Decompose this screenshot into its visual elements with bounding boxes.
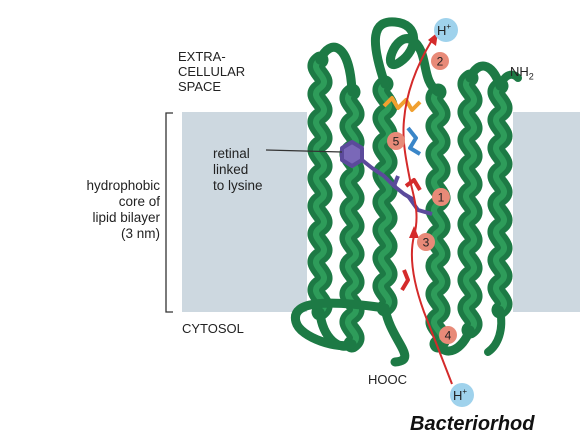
- step-marker-3: 3: [417, 233, 435, 251]
- cooh-tail: [484, 306, 506, 356]
- nh2-tail: [496, 70, 522, 90]
- step-marker-1: 1: [432, 188, 450, 206]
- side-chain-red-lower: [400, 269, 410, 292]
- side-chain-orange: [382, 96, 422, 112]
- proton-bottom-charge: +: [462, 387, 467, 396]
- proton-bottom-symbol: H: [453, 388, 462, 403]
- proton-pathway-arrow: [402, 39, 453, 385]
- loop-top-left: [315, 42, 357, 97]
- membrane-slab-right: [513, 112, 580, 312]
- retinal-label: retinal linked to lysine: [213, 146, 263, 193]
- step-number-2: 2: [437, 55, 444, 69]
- svg-text:H+: H+: [437, 22, 451, 38]
- cytosol-label: CYTOSOL: [182, 321, 244, 336]
- loop-top-right: [465, 61, 505, 91]
- loop-bottom-2: [291, 298, 390, 350]
- bottom-caption: Bacteriorhod: [410, 413, 535, 435]
- loop-bottom-4: [380, 303, 410, 367]
- step-number-1: 1: [438, 191, 445, 205]
- loop-top-beta: [370, 17, 443, 97]
- proton-top-symbol: H: [437, 23, 446, 38]
- loop-bottom-3: [433, 325, 475, 356]
- transmembrane-helices: [291, 17, 522, 367]
- svg-text:H+: H+: [453, 387, 467, 403]
- c-terminus-label: HOOC: [368, 372, 407, 387]
- retinal-chromophore: [340, 140, 433, 216]
- membrane-slab-left: [182, 112, 307, 312]
- proton-top-charge: +: [446, 22, 451, 31]
- hydrophobic-core-label: hydrophobic core of lipid bilayer (3 nm): [86, 178, 160, 241]
- n-terminus-subscript: 2: [528, 71, 534, 82]
- side-chain-red-upper: [404, 178, 422, 192]
- step-number-3: 3: [423, 236, 430, 250]
- extracellular-space-label: EXTRA- CELLULAR SPACE: [178, 49, 246, 94]
- proton-bottom: H+: [450, 383, 474, 407]
- step-marker-4: 4: [439, 326, 457, 344]
- proton-top: H+: [434, 18, 458, 42]
- side-chain-blue: [406, 126, 422, 156]
- n-terminus-label: NH2: [510, 64, 534, 85]
- bilayer-bracket: [165, 112, 173, 313]
- step-marker-2: 2: [431, 52, 449, 70]
- step-number-4: 4: [445, 329, 452, 343]
- n-terminus-base: NH: [510, 64, 529, 79]
- arrowhead-mid: [409, 226, 419, 238]
- side-chains: [382, 96, 422, 292]
- retinal-pointer-line: [265, 149, 343, 153]
- step-number-5: 5: [393, 135, 400, 149]
- step-marker-5: 5: [387, 132, 405, 150]
